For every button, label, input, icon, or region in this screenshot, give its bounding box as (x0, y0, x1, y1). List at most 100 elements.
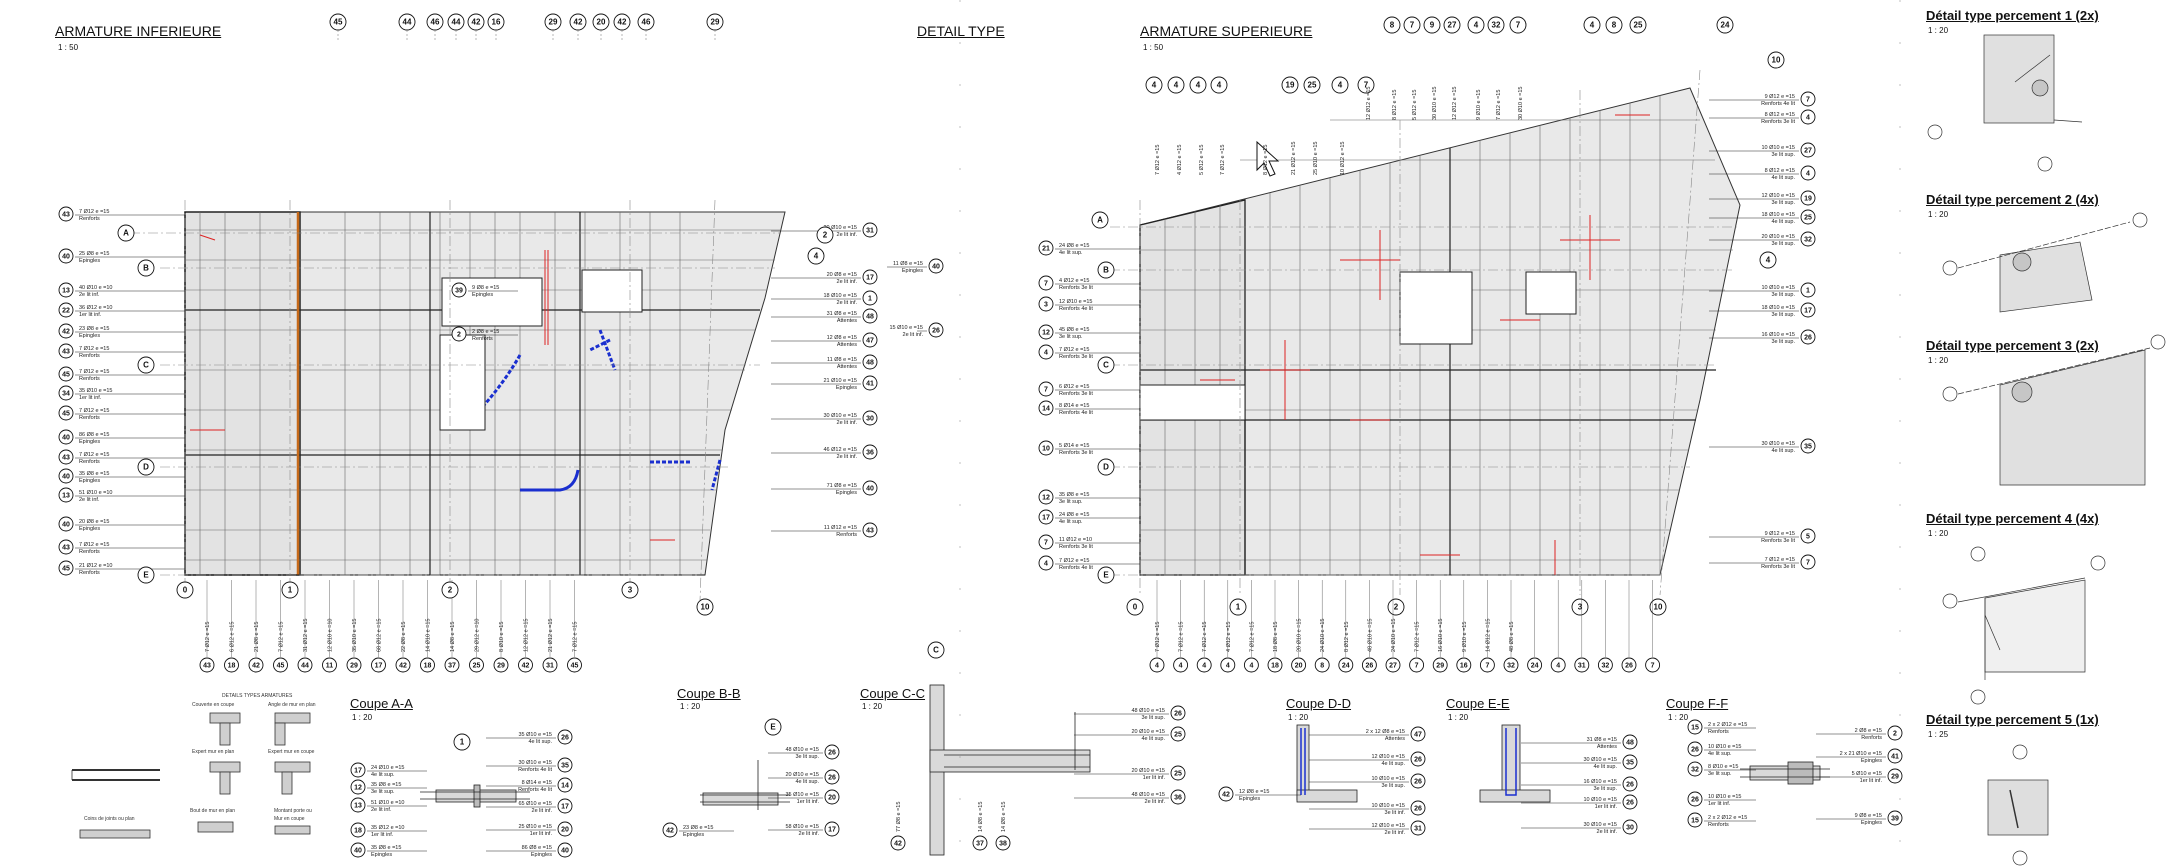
rebar-layer: 4e lit sup. (1771, 219, 1795, 225)
typical-label: Montant porte ou (274, 808, 312, 814)
rebar-spec: 18 Ø8 e =15 (1273, 622, 1279, 652)
svg-text:17: 17 (1042, 515, 1050, 522)
callout-mark: 30 (1622, 819, 1638, 835)
detail-scale: 1 : 20 (1928, 26, 1949, 35)
bottom-mark: 8 (1314, 657, 1330, 673)
detail-title-percement-4: Détail type percement 4 (4x) (1926, 511, 2099, 526)
rebar-layer: Renforts (79, 415, 100, 421)
grid-axis-bubble: 10 (696, 598, 714, 616)
rebar-spec: 12 Ø10 e =15 (1059, 299, 1093, 305)
rebar-spec: 14 Ø8 e =15 (1001, 802, 1007, 832)
section-aa-drawing (420, 784, 530, 808)
section-dd-drawing (1296, 724, 1358, 803)
callout-mark: 47 (1410, 726, 1426, 742)
grid-axis-bubble: C (927, 641, 945, 659)
detail-percement-4-drawing (1942, 546, 2106, 705)
svg-text:24: 24 (1342, 663, 1350, 670)
rebar-spec: 35 Ø8 e =15 (1059, 492, 1089, 498)
callout-mark: 41 (862, 375, 878, 391)
rebar-layer: 3e lit sup. (1771, 292, 1795, 298)
callout-mark: 4 (1038, 555, 1054, 571)
callout-mark: 26 (1410, 800, 1426, 816)
rebar-layer: Renforts (79, 353, 100, 359)
rebar-spec: 5 Ø12 e =15 (1412, 90, 1418, 120)
svg-text:20: 20 (1295, 663, 1303, 670)
top-mark: 10 (1767, 51, 1785, 69)
svg-text:25: 25 (1174, 771, 1182, 778)
svg-text:3: 3 (628, 586, 633, 595)
rebar-layer: Renforts (472, 336, 493, 342)
bottom-mark: 42 (518, 657, 533, 673)
grid-axis-bubble: 1 (1229, 598, 1247, 616)
svg-text:27: 27 (1804, 148, 1812, 155)
rebar-spec: 10 Ø10 e =15 (1372, 776, 1406, 782)
callout-mark: 2 (451, 326, 467, 342)
rebar-spec: 20 Ø10 e =15 (1297, 619, 1303, 653)
bottom-mark: 24 (1527, 657, 1543, 673)
callout-mark: 14 (557, 777, 573, 793)
svg-text:43: 43 (62, 212, 70, 219)
svg-text:45: 45 (334, 18, 343, 27)
callout-mark: 2 (816, 226, 834, 244)
rebar-layer: Attentes (1597, 744, 1617, 750)
svg-text:4: 4 (1338, 81, 1343, 90)
rebar-spec: 12 Ø12 e =15 (1366, 87, 1372, 121)
rebar-spec: 20 Ø8 e =15 (79, 519, 109, 525)
section-scale: 1 : 20 (1448, 713, 1469, 722)
svg-text:32: 32 (1507, 663, 1515, 670)
top-mark: 27 (1443, 16, 1461, 34)
svg-text:9: 9 (1430, 21, 1435, 30)
callout-mark: 15 (1687, 719, 1703, 735)
view-scale: 1 : 50 (58, 43, 79, 52)
detail-percement-1-drawing (1927, 34, 2083, 172)
rebar-spec: 35 Ø12 e =10 (371, 825, 405, 831)
rebar-spec: 14 Ø8 e =15 (450, 622, 456, 652)
rebar-spec: 12 Ø12 e =15 (1452, 87, 1458, 121)
rebar-spec: 8 Ø12 e =15 (1765, 112, 1795, 118)
rebar-layer: 3e lit sup. (1771, 339, 1795, 345)
top-mark: 42 (613, 13, 631, 31)
rebar-spec: 7 Ø12 e =15 (79, 542, 109, 548)
callout-mark: 40 (58, 468, 74, 484)
rebar-layer: Epingles (79, 526, 100, 532)
callout-mark: 35 (557, 757, 573, 773)
section-bb-drawing (700, 760, 790, 810)
grid-axis-bubble: B (137, 259, 155, 277)
rebar-layer: 4e lit sup. (371, 772, 395, 778)
bottom-mark: 20 (1291, 657, 1307, 673)
rebar-spec: 21 Ø12 e =15 (1291, 142, 1297, 176)
svg-text:17: 17 (866, 275, 874, 282)
rebar-layer: 4e lit sup. (1059, 519, 1083, 525)
rebar-spec: 7 Ø12 e =15 (205, 622, 211, 652)
svg-text:43: 43 (203, 663, 211, 670)
svg-text:31: 31 (546, 663, 554, 670)
rebar-spec: 7 Ø12 e =15 (1496, 90, 1502, 120)
svg-text:42: 42 (1222, 792, 1230, 799)
grid-axis-bubble: 2 (1387, 598, 1405, 616)
svg-text:29: 29 (549, 18, 558, 27)
rebar-spec: 48 Ø10 e =15 (1367, 619, 1373, 653)
svg-text:48: 48 (866, 314, 874, 321)
svg-text:44: 44 (403, 18, 412, 27)
rebar-spec: 35 Ø10 e =15 (786, 792, 820, 798)
callout-mark: 40 (58, 429, 74, 445)
rebar-spec: 20 Ø10 e =15 (1762, 234, 1796, 240)
bottom-mark: 18 (1267, 657, 1283, 673)
rebar-spec: 65 Ø10 e =15 (519, 801, 553, 807)
rebar-spec: 31 Ø8 e =15 (827, 311, 857, 317)
rebar-layer: Epingles (902, 268, 923, 274)
callout-mark: 40 (862, 480, 878, 496)
rebar-layer: 3e lit sup. (795, 754, 819, 760)
svg-text:19: 19 (1286, 81, 1295, 90)
svg-text:38: 38 (999, 841, 1007, 848)
callout-mark: 13 (350, 797, 366, 813)
svg-text:30: 30 (866, 416, 874, 423)
svg-text:13: 13 (354, 803, 362, 810)
rebar-layer: 4e lit sup. (1771, 175, 1795, 181)
rebar-spec: 30 Ø10 e =15 (1584, 757, 1618, 763)
svg-text:47: 47 (866, 338, 874, 345)
svg-text:2: 2 (823, 231, 828, 240)
rebar-spec: 5 Ø10 e =15 (1852, 771, 1882, 777)
svg-text:4: 4 (1044, 561, 1048, 568)
svg-text:15: 15 (1691, 725, 1699, 732)
